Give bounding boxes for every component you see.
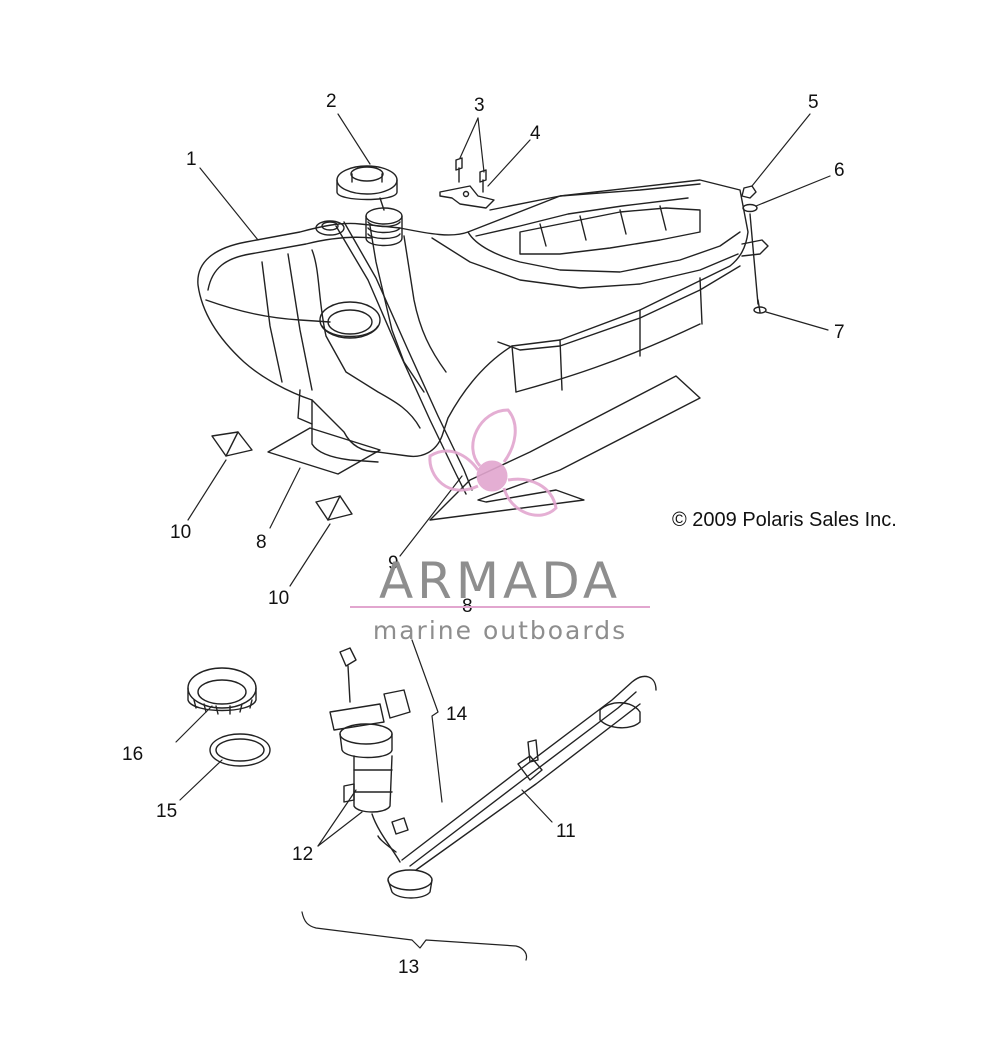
callout-3: 3 <box>474 95 485 116</box>
pump-opening <box>319 301 381 339</box>
callout-11: 11 <box>556 821 576 842</box>
callout-6: 6 <box>834 160 845 181</box>
callout-10-right: 10 <box>268 588 290 609</box>
callout-8-upper: 8 <box>256 532 267 553</box>
watermark-divider <box>350 606 650 608</box>
leader-lines <box>175 113 831 961</box>
callout-13: 13 <box>398 957 420 978</box>
copyright-notice: © 2009 Polaris Sales Inc. <box>672 509 897 531</box>
sheets <box>267 375 701 521</box>
callout-1: 1 <box>186 149 197 170</box>
callout-10-left: 10 <box>170 522 192 543</box>
callout-4: 4 <box>530 123 541 144</box>
watermark-title: ARMADA <box>378 552 622 610</box>
propeller-logo-icon <box>428 408 558 517</box>
watermark-subtitle: marine outboards <box>372 616 628 645</box>
callout-7: 7 <box>834 322 845 343</box>
pads <box>211 431 353 521</box>
callout-16: 16 <box>122 744 144 765</box>
fuel-cap <box>336 165 398 211</box>
callout-14: 14 <box>446 704 468 725</box>
hardware-right <box>741 185 767 314</box>
callout-5: 5 <box>808 92 819 113</box>
callout-2: 2 <box>326 91 337 112</box>
filler-neck <box>365 207 403 247</box>
seal <box>209 733 271 767</box>
bracket <box>439 185 495 209</box>
callout-12: 12 <box>292 844 314 865</box>
vent-line <box>335 225 467 495</box>
fuel-tank <box>197 179 769 463</box>
hose-assembly <box>377 675 657 899</box>
callout-9: 9 <box>388 553 399 574</box>
fuel-pump <box>329 647 411 863</box>
retaining-ring <box>187 667 257 715</box>
callout-15: 15 <box>156 801 178 822</box>
